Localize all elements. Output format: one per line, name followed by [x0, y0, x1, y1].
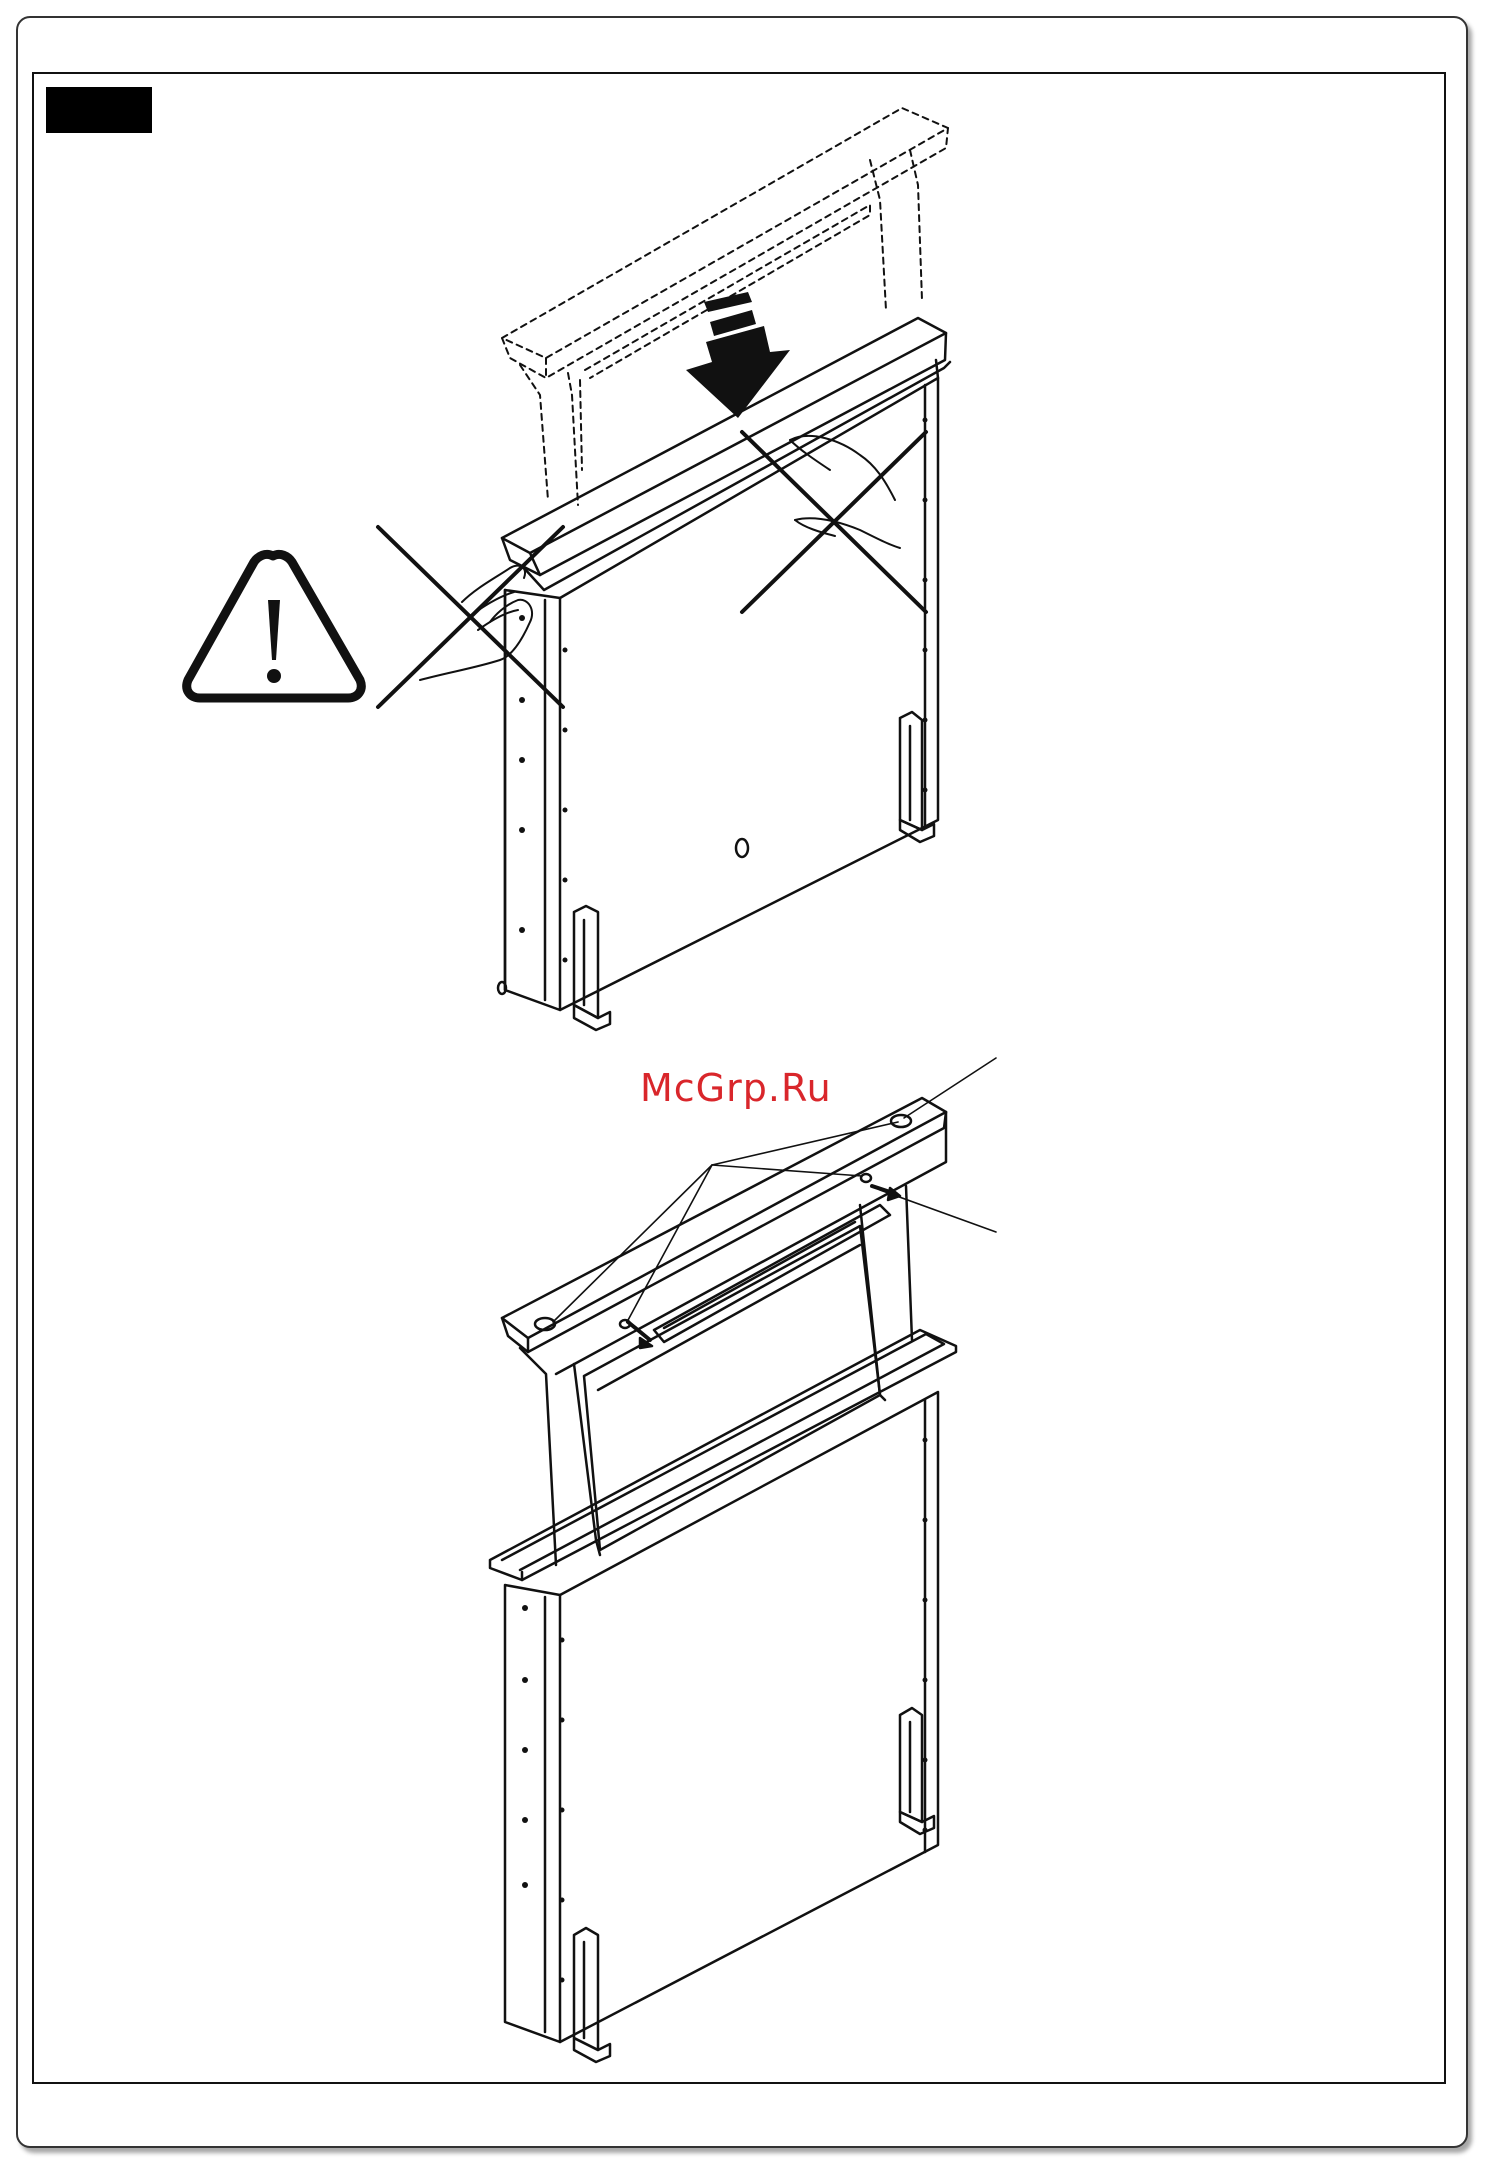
cabinet-body: [498, 378, 938, 1010]
cabinet-body-lower: [505, 1392, 938, 2062]
hood-raised-body: [520, 1112, 946, 1565]
watermark-text: McGrp.Ru: [640, 1066, 832, 1110]
prohibited-cross-icon: [378, 527, 563, 707]
warning-triangle-icon: [187, 554, 362, 698]
prohibited-cross-icon: [742, 432, 926, 612]
down-arrow-icon: [686, 292, 790, 418]
worktop-frame: [490, 1330, 956, 1580]
hood-raised-top: [502, 1098, 946, 1352]
callout-leader-icon: [880, 1190, 996, 1232]
mounting-feet: [574, 712, 934, 1030]
